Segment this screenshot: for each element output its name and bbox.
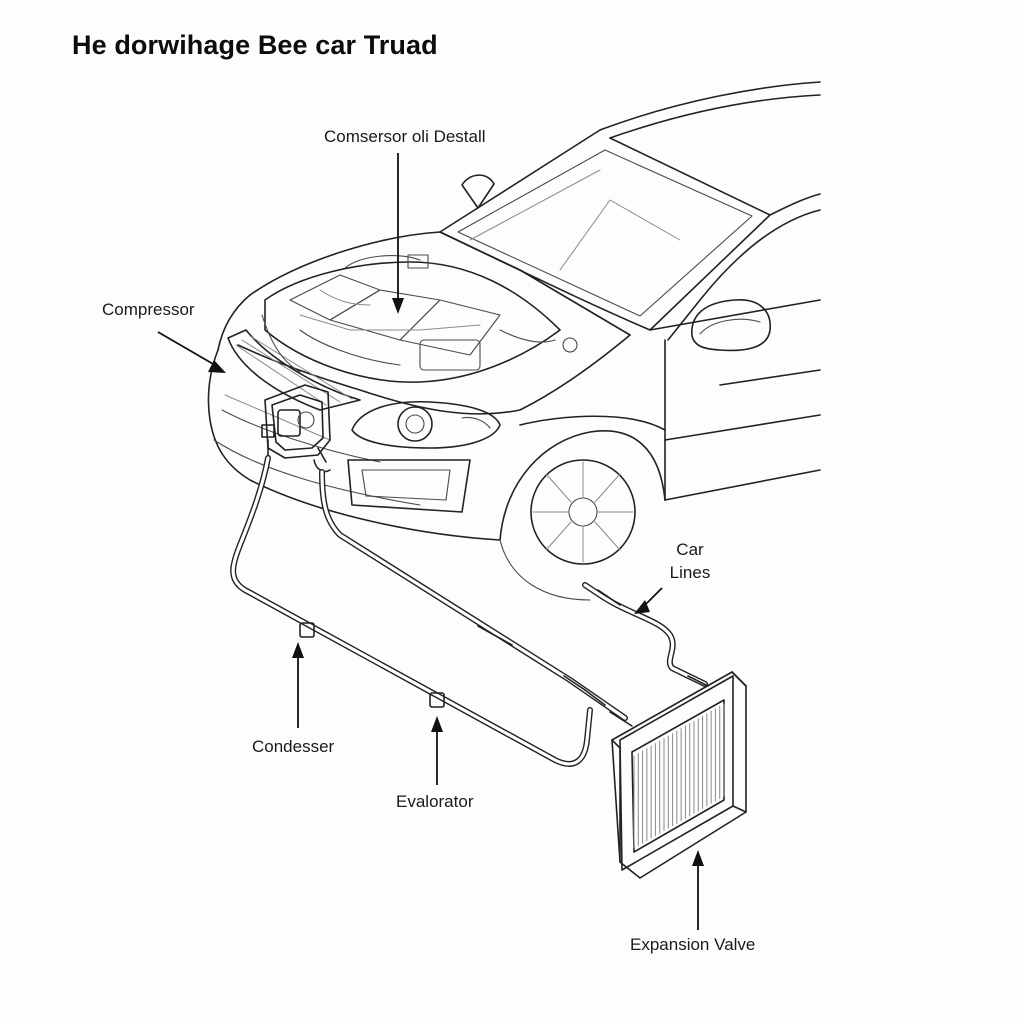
arrow-head-evaporator [431, 716, 443, 732]
arrow-head-expansion-valve [692, 850, 704, 866]
engine-bay [261, 254, 578, 383]
compressor-unit [261, 384, 331, 473]
heat-exchanger [611, 671, 747, 879]
label-compressor: Compressor [102, 300, 195, 319]
label-evaporator: Evalorator [396, 792, 474, 811]
label-compressor-detail: Comsersor oli Destall [324, 127, 486, 146]
diagram-title: He dorwihage Bee car Truad [72, 30, 438, 60]
label-car-lines-line1: Car [676, 540, 704, 559]
refrigerant-lines [230, 455, 709, 767]
arrow-head-compressor-detail [392, 298, 404, 314]
arrow-head-car-lines [634, 600, 650, 614]
arrow-head-condenser [292, 642, 304, 658]
callout-arrows [157, 153, 704, 930]
label-condenser: Condesser [252, 737, 335, 756]
label-car-lines-line2: Lines [669, 563, 711, 582]
arrow-head-compressor [208, 360, 226, 373]
car-body [207, 81, 821, 601]
label-car-lines: Car Lines [668, 538, 712, 584]
label-expansion-valve: Expansion Valve [630, 935, 756, 954]
arrow-compressor [157, 331, 221, 369]
